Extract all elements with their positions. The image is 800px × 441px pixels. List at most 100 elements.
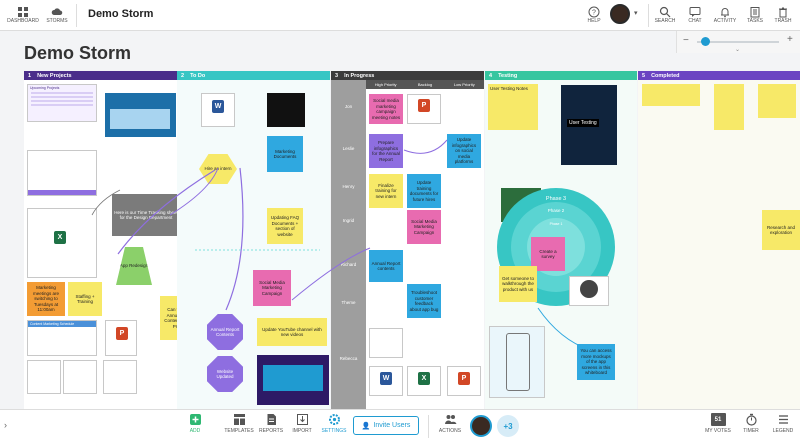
staffing-training-note[interactable]: Staffing + Training: [68, 282, 102, 316]
upcoming-projects-card[interactable]: Upcoming Projects: [27, 84, 97, 122]
my-votes-label: MY VOTES: [705, 428, 731, 434]
prepare-infographics-note[interactable]: Prepare infographics for the Annual Repo…: [369, 134, 403, 168]
add-button[interactable]: ADD: [186, 413, 204, 434]
chevron-down-icon[interactable]: ▾: [634, 10, 638, 17]
user-avatar[interactable]: [610, 4, 630, 24]
reports-button[interactable]: REPORTS: [258, 413, 284, 434]
app-redesign-shape[interactable]: App Redesign: [116, 247, 152, 285]
content-marketing-schedule-card[interactable]: Content Marketing Schedule: [27, 320, 97, 356]
lane-header[interactable]: 4 Testing: [485, 71, 637, 80]
trash-label: TRASH: [774, 18, 792, 24]
image-card[interactable]: [27, 150, 97, 196]
powerpoint-card[interactable]: P: [447, 366, 481, 396]
search-button[interactable]: SEARCH: [654, 0, 676, 31]
invite-users-button[interactable]: 👤 Invite Users: [353, 416, 419, 435]
zoom-slider-track[interactable]: [697, 41, 779, 43]
import-icon: [296, 414, 308, 425]
completed-sticky-note[interactable]: [714, 84, 744, 130]
bell-icon: [721, 8, 729, 18]
lane-header[interactable]: 5 Completed: [638, 71, 800, 80]
lane-header[interactable]: 3 In Progress: [331, 71, 484, 80]
chat-button[interactable]: CHAT: [684, 0, 706, 31]
settings-button[interactable]: SETTINGS: [320, 413, 348, 434]
youtube-update-note[interactable]: Update YouTube channel with new videos: [257, 318, 327, 346]
hire-intern-shape[interactable]: Hire an intern: [199, 154, 237, 184]
word-doc-card[interactable]: W: [369, 366, 403, 396]
marketing-documents-note[interactable]: Marketing Documents: [267, 136, 303, 172]
timer-button[interactable]: TIMER: [740, 413, 762, 434]
word-icon: W: [212, 100, 224, 113]
lane-header[interactable]: 1 New Projects: [24, 71, 177, 80]
time-tracking-note[interactable]: Here is our Time Tracking sheet for the …: [112, 194, 180, 236]
user-testing-notes-card[interactable]: User Testing Notes: [488, 84, 538, 130]
search-icon: [659, 6, 671, 18]
help-button[interactable]: ? HELP: [584, 0, 604, 31]
lane-header[interactable]: 2 To Do: [177, 71, 330, 80]
more-users-badge[interactable]: +3: [497, 415, 519, 437]
zoom-in-button[interactable]: +: [787, 34, 793, 45]
mockup-thumbnail-2[interactable]: [63, 360, 97, 394]
finalize-training-note[interactable]: Finalize training for new intern: [369, 174, 403, 208]
jon-social-media-note[interactable]: Social media marketing campaign meeting …: [369, 94, 403, 124]
powerpoint-icon: P: [418, 99, 430, 112]
update-infographics-note[interactable]: Update infographics on social media plat…: [447, 134, 481, 168]
website-updated-shape[interactable]: Website Updated: [207, 356, 243, 392]
activity-button[interactable]: ACTIVITY: [712, 0, 738, 31]
marketing-meetings-note[interactable]: Marketing meetings are switching to Tues…: [27, 282, 65, 316]
excel-card[interactable]: X: [407, 366, 441, 396]
mockup-thumbnail-1[interactable]: [27, 360, 61, 394]
invite-users-label: Invite Users: [373, 422, 411, 429]
video-thumbnail[interactable]: [105, 93, 176, 137]
ingrid-social-media-note[interactable]: Social Media Marketing Campaign: [407, 210, 441, 244]
user-avatar[interactable]: [470, 415, 492, 437]
zoom-slider-handle[interactable]: [701, 37, 710, 46]
mockup-thumbnail-3[interactable]: [103, 360, 137, 394]
trash-button[interactable]: TRASH: [772, 0, 794, 31]
user-testing-video[interactable]: User Testing: [561, 85, 617, 165]
sketch-image-card[interactable]: [569, 276, 609, 306]
powerpoint-card[interactable]: P: [407, 94, 441, 124]
person-label: Henry: [342, 184, 355, 189]
access-mockups-note[interactable]: You can access more mockups of the app s…: [577, 344, 615, 380]
lane-number: 5: [642, 72, 646, 79]
lane-title: In Progress: [344, 72, 375, 79]
faq-update-note[interactable]: Updating FAQ Documents + section of webs…: [267, 208, 303, 244]
video-thumbnail[interactable]: [267, 93, 305, 127]
word-icon: W: [380, 372, 392, 385]
tasks-button[interactable]: TASKS: [744, 0, 766, 31]
attachment-card[interactable]: [369, 328, 403, 358]
word-doc-card[interactable]: W: [201, 93, 235, 127]
completed-list-card[interactable]: [642, 84, 700, 106]
research-exploration-note[interactable]: Research and exploration: [762, 210, 800, 250]
annual-report-contents-shape[interactable]: Annual Report Contents: [207, 314, 243, 350]
create-survey-note[interactable]: Create a survey: [531, 237, 565, 271]
dashboard-button[interactable]: DASHBOARD: [6, 0, 40, 31]
social-media-campaign-note[interactable]: Social Media Marketing Campaign: [253, 270, 291, 306]
zoom-out-button[interactable]: −: [683, 35, 689, 46]
time-tracking-sheet-card[interactable]: X: [27, 208, 97, 278]
reports-label: REPORTS: [258, 428, 284, 434]
import-button[interactable]: IMPORT: [290, 413, 314, 434]
whiteboard-video-card[interactable]: [257, 355, 329, 405]
my-votes-button[interactable]: 51 MY VOTES: [704, 413, 732, 434]
legend-button[interactable]: LEGEND: [770, 413, 796, 434]
update-training-note[interactable]: Update training documents for future hir…: [407, 174, 441, 208]
zoom-control: − + ⌄: [676, 31, 800, 53]
completed-sticky-note[interactable]: [758, 84, 796, 118]
collapse-icon[interactable]: ⌄: [735, 47, 741, 53]
actions-button[interactable]: ACTIONS: [436, 413, 464, 434]
lane-title: To Do: [190, 72, 206, 79]
walkthrough-note[interactable]: Get someone to walkthrough the product w…: [499, 266, 537, 302]
storms-button[interactable]: STORMS: [44, 0, 70, 31]
richard-annual-report-note[interactable]: Annual Report contents: [369, 250, 403, 282]
top-bar: DASHBOARD STORMS Demo Storm ? HELP ▾ SEA…: [0, 0, 800, 31]
troubleshoot-note[interactable]: Troubleshoot customer feedback about app…: [407, 284, 441, 318]
lane-body: User Testing Notes User Testing Phase 3 …: [485, 80, 637, 409]
expand-left-icon[interactable]: ›: [4, 420, 7, 430]
priority-header-row: High Priority Backlog Low Priority: [366, 80, 484, 89]
settings-label: SETTINGS: [321, 428, 347, 434]
lane-number: 3: [335, 72, 339, 79]
powerpoint-card[interactable]: P: [105, 320, 137, 356]
app-mockup-card[interactable]: [489, 326, 545, 398]
templates-button[interactable]: TEMPLATES: [224, 413, 254, 434]
